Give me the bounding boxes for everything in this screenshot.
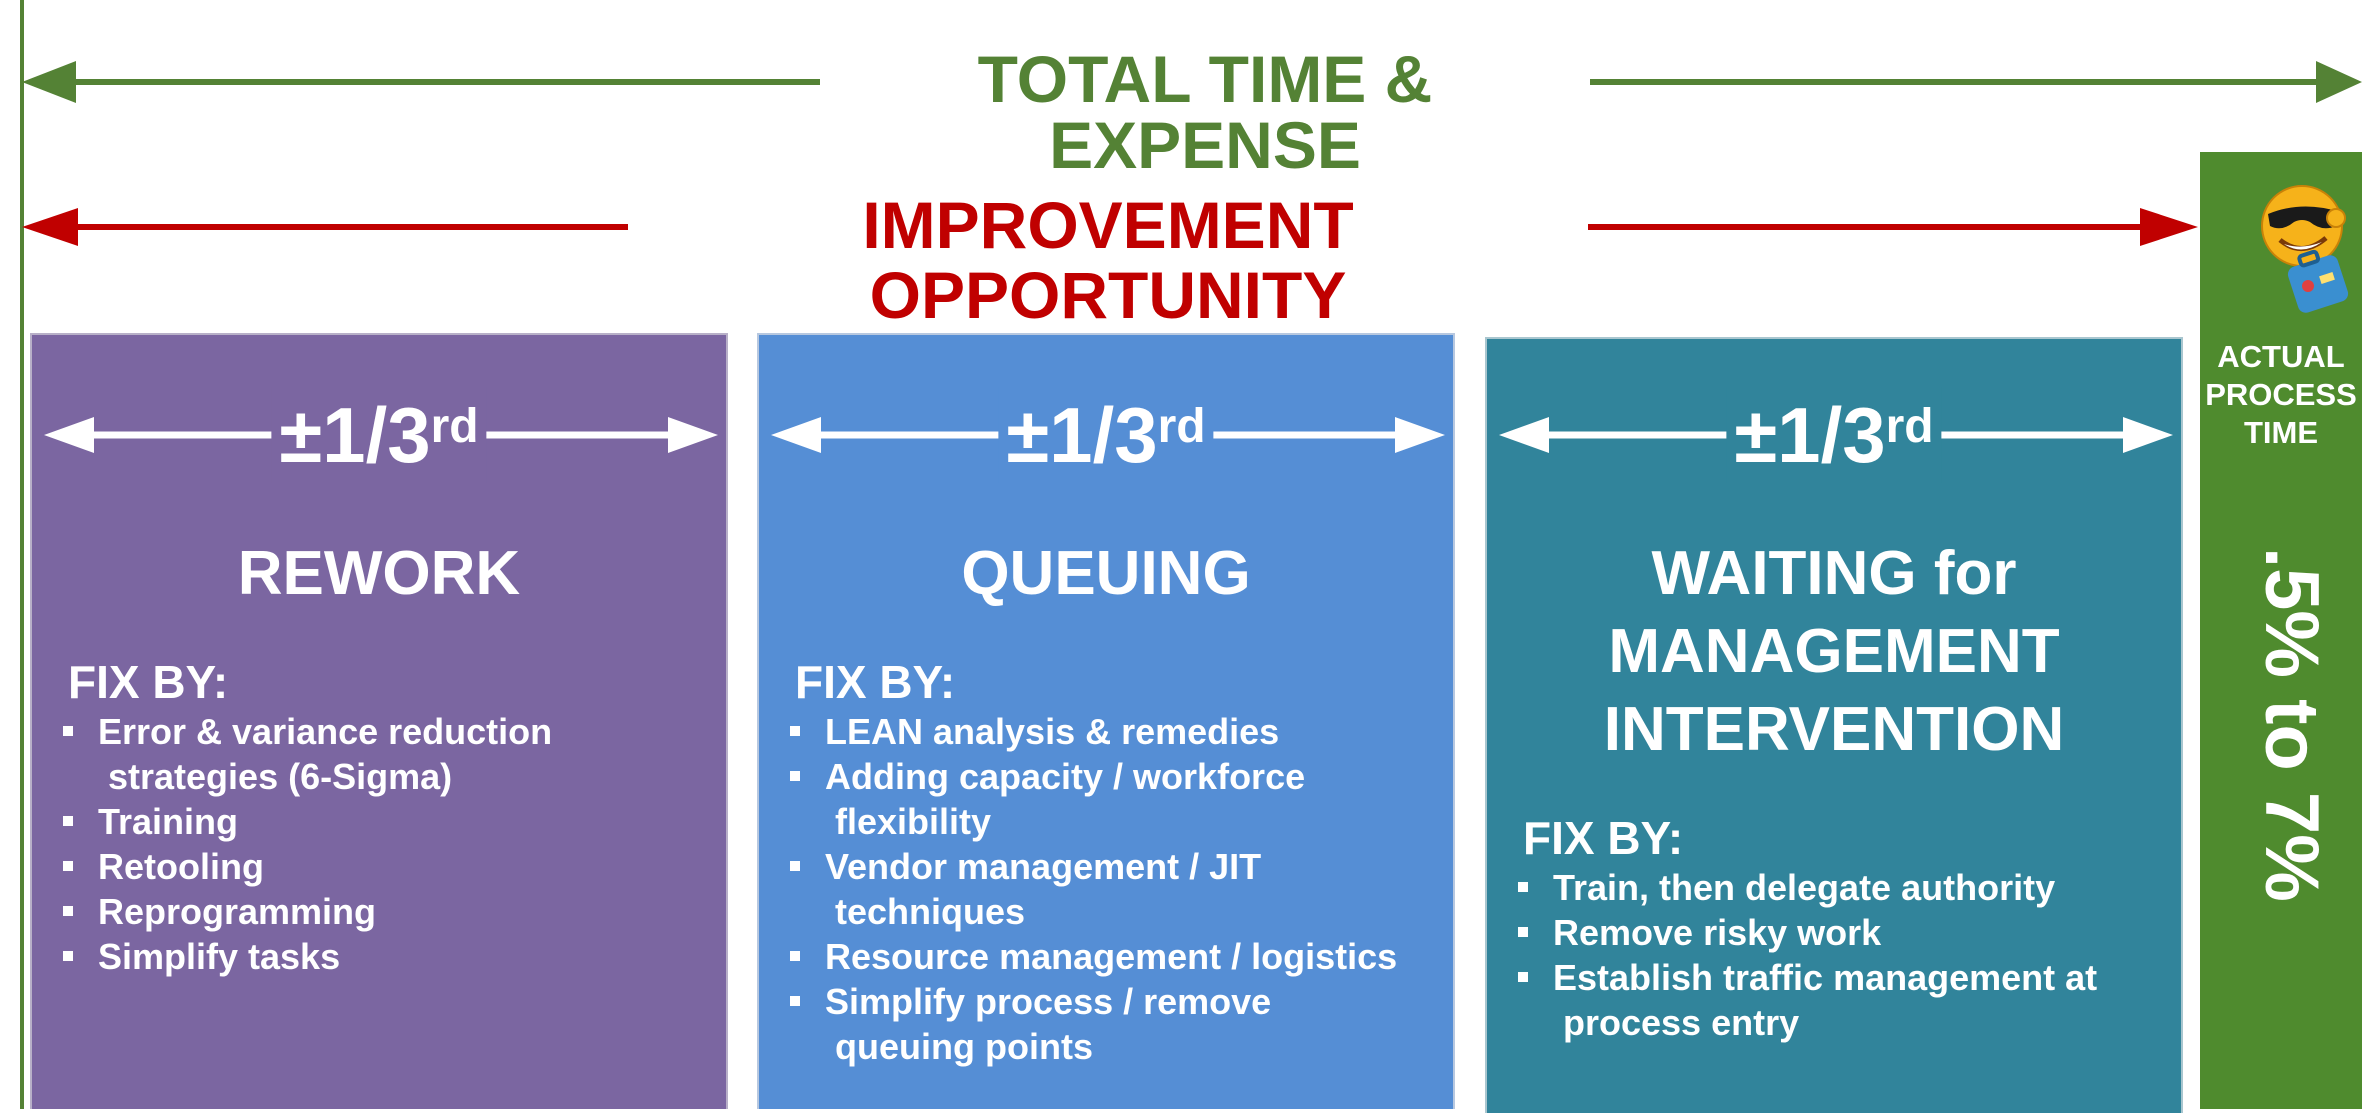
- list-item: Simplify tasks: [60, 934, 552, 979]
- list-item: Resource management / logistics: [787, 934, 1397, 979]
- list-item: Training: [60, 799, 552, 844]
- list-item: Train, then delegate authority: [1515, 865, 2097, 910]
- list-item: Vendor management / JIT techniques: [787, 844, 1397, 934]
- list-item: Error & variance reduction strategies (6…: [60, 709, 552, 799]
- rework-fraction: ±1/3rd: [271, 387, 487, 483]
- actual-percent-range: .5% to 7%: [2249, 547, 2334, 902]
- waiting-title-line1: WAITING for: [1651, 539, 2017, 608]
- queuing-fraction: ±1/3rd: [998, 387, 1214, 483]
- rework-title: REWORK: [237, 539, 521, 608]
- sunglasses-smiley-suitcase-icon: [2261, 185, 2349, 313]
- rework-panel: ±1/3rd REWORK FIX BY: Error & variance r…: [30, 333, 728, 1109]
- actual-process-label: ACTUAL PROCESS TIME: [2205, 339, 2357, 450]
- waiting-title-line2: MANAGEMENT: [1608, 617, 2060, 686]
- list-item: Establish traffic management at process …: [1515, 955, 2097, 1045]
- waiting-fix-list: Train, then delegate authority Remove ri…: [1515, 865, 2097, 1045]
- rework-third-arrow: ±1/3rd: [32, 387, 726, 483]
- waiting-third-arrow: ±1/3rd: [1487, 387, 2181, 483]
- actual-process-panel: ACTUAL PROCESS TIME .5% to 7%: [2200, 152, 2362, 1109]
- waiting-fix-label: FIX BY:: [1523, 812, 1684, 864]
- queuing-panel: ±1/3rd QUEUING FIX BY: LEAN analysis & r…: [757, 333, 1455, 1109]
- rework-fix-label: FIX BY:: [68, 656, 229, 708]
- waiting-fraction: ±1/3rd: [1726, 387, 1942, 483]
- total-time-label: TOTAL TIME & EXPENSE: [820, 46, 1590, 178]
- queuing-third-arrow: ±1/3rd: [759, 387, 1453, 483]
- queuing-fix-label: FIX BY:: [795, 656, 956, 708]
- timeline-left-edge: [20, 0, 24, 1109]
- waiting-title-line3: INTERVENTION: [1603, 695, 2065, 764]
- queuing-fix-list: LEAN analysis & remedies Adding capacity…: [787, 709, 1397, 1069]
- waiting-panel: ±1/3rd WAITING for MANAGEMENT INTERVENTI…: [1485, 337, 2183, 1113]
- list-item: Reprogramming: [60, 889, 552, 934]
- improvement-label: IMPROVEMENT OPPORTUNITY: [628, 190, 1588, 330]
- list-item: Retooling: [60, 844, 552, 889]
- rework-fix-list: Error & variance reduction strategies (6…: [60, 709, 552, 979]
- queuing-title: QUEUING: [961, 539, 1251, 608]
- list-item: Simplify process / remove queuing points: [787, 979, 1397, 1069]
- list-item: Adding capacity / workforce flexibility: [787, 754, 1397, 844]
- list-item: LEAN analysis & remedies: [787, 709, 1397, 754]
- list-item: Remove risky work: [1515, 910, 2097, 955]
